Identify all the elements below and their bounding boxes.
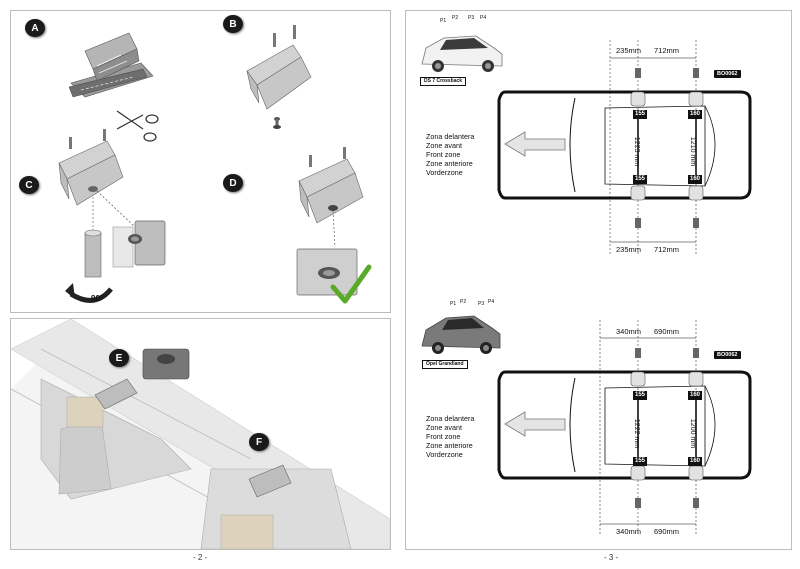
vehicle-2-top-diagram [497, 320, 752, 534]
vehicle-1-top-dim-span: 712mm [654, 46, 680, 55]
front-direction-arrow-icon [504, 131, 566, 157]
pin-label: P3 [478, 301, 485, 307]
vehicle-1-width-front: 1223 mm [633, 136, 641, 167]
pin-label: P2 [452, 15, 459, 21]
vehicle-2-tag-front-top: 155 [633, 391, 648, 400]
page-number-right: - 3 - [604, 553, 619, 562]
steps-illustration: 90° [58, 25, 372, 304]
step-badge-f: F [249, 433, 269, 451]
step-badge-d: D [223, 174, 243, 192]
vehicle-1-name: DS 7 Crossback [420, 77, 467, 86]
step-badge-b: B [223, 15, 243, 33]
rotate-arrow-icon [65, 283, 113, 303]
vehicle-2-part-code: BO0062 [714, 351, 741, 359]
steps-panel-bottom: E F [10, 318, 391, 550]
vehicle-1-car-photo [421, 35, 503, 72]
rotation-label: 90° [91, 294, 103, 303]
step-badge-e: E [109, 349, 129, 367]
vehicle-2-width-rear: 1200 mm [689, 418, 697, 449]
check-mark-icon [330, 264, 372, 304]
vehicle-2-name: Opel Grandland [422, 360, 468, 369]
steps-panel-top: A B C D [10, 10, 391, 313]
pin-label: P4 [480, 15, 487, 21]
step-badge-c: C [19, 176, 39, 194]
vehicle-2-top-dim-front: 340mm [616, 327, 642, 336]
vehicle-1-top-diagram [497, 40, 752, 254]
scissors-icon [116, 110, 159, 142]
vehicle-1-zone-text: Zona delantera Zone avant Front zone Zon… [426, 132, 475, 177]
vehicle-1-top-dim-front: 235mm [616, 46, 642, 55]
right-page-frame [405, 10, 792, 550]
bent-plate-illustration [246, 25, 312, 129]
step-badge-a: A [25, 19, 45, 37]
vehicle-2-tag-rear-top: 160 [688, 391, 703, 400]
vehicle-1-tag-rear-bottom: 160 [688, 175, 703, 184]
pin-label: P1 [450, 301, 457, 307]
vehicle-2-bottom-dim-front: 340mm [616, 527, 642, 536]
plate-with-bolt-illustration [58, 129, 124, 278]
vehicle-2-zone-text: Zona delantera Zone avant Front zone Zon… [426, 414, 475, 459]
vehicle-1-part-code: BO0062 [714, 70, 741, 78]
pin-label: P3 [468, 15, 475, 21]
vehicle-1-bottom-dim-front: 235mm [616, 245, 642, 254]
template-sheet-illustration [68, 32, 154, 98]
roof-illustration [11, 319, 390, 549]
vehicle-2-car-photo [421, 315, 501, 354]
bolt-zoom-inset [96, 190, 166, 268]
vehicle-2-bottom-dim-span: 690mm [654, 527, 680, 536]
vehicle-1-tag-front-bottom: 155 [633, 175, 648, 184]
pin-label: P1 [440, 18, 447, 24]
vehicle-2-top-dim-span: 690mm [654, 327, 680, 336]
page-number-left: - 2 - [193, 553, 208, 562]
front-direction-arrow-icon [504, 411, 566, 437]
vehicle-2-width-front: 1222 mm [633, 418, 641, 449]
vehicle-1-bottom-dim-span: 712mm [654, 245, 680, 254]
vehicle-1-tag-rear-top: 160 [688, 110, 703, 119]
vehicle-2-tag-rear-bottom: 160 [688, 457, 703, 466]
vehicle-1-width-rear: 1210 mm [689, 136, 697, 167]
vehicle-2-tag-front-bottom: 155 [633, 457, 648, 466]
pin-label: P2 [460, 299, 467, 305]
mounted-plate-illustration [296, 147, 364, 296]
pin-label: P4 [488, 299, 495, 305]
vehicle-1-tag-front-top: 155 [633, 110, 648, 119]
